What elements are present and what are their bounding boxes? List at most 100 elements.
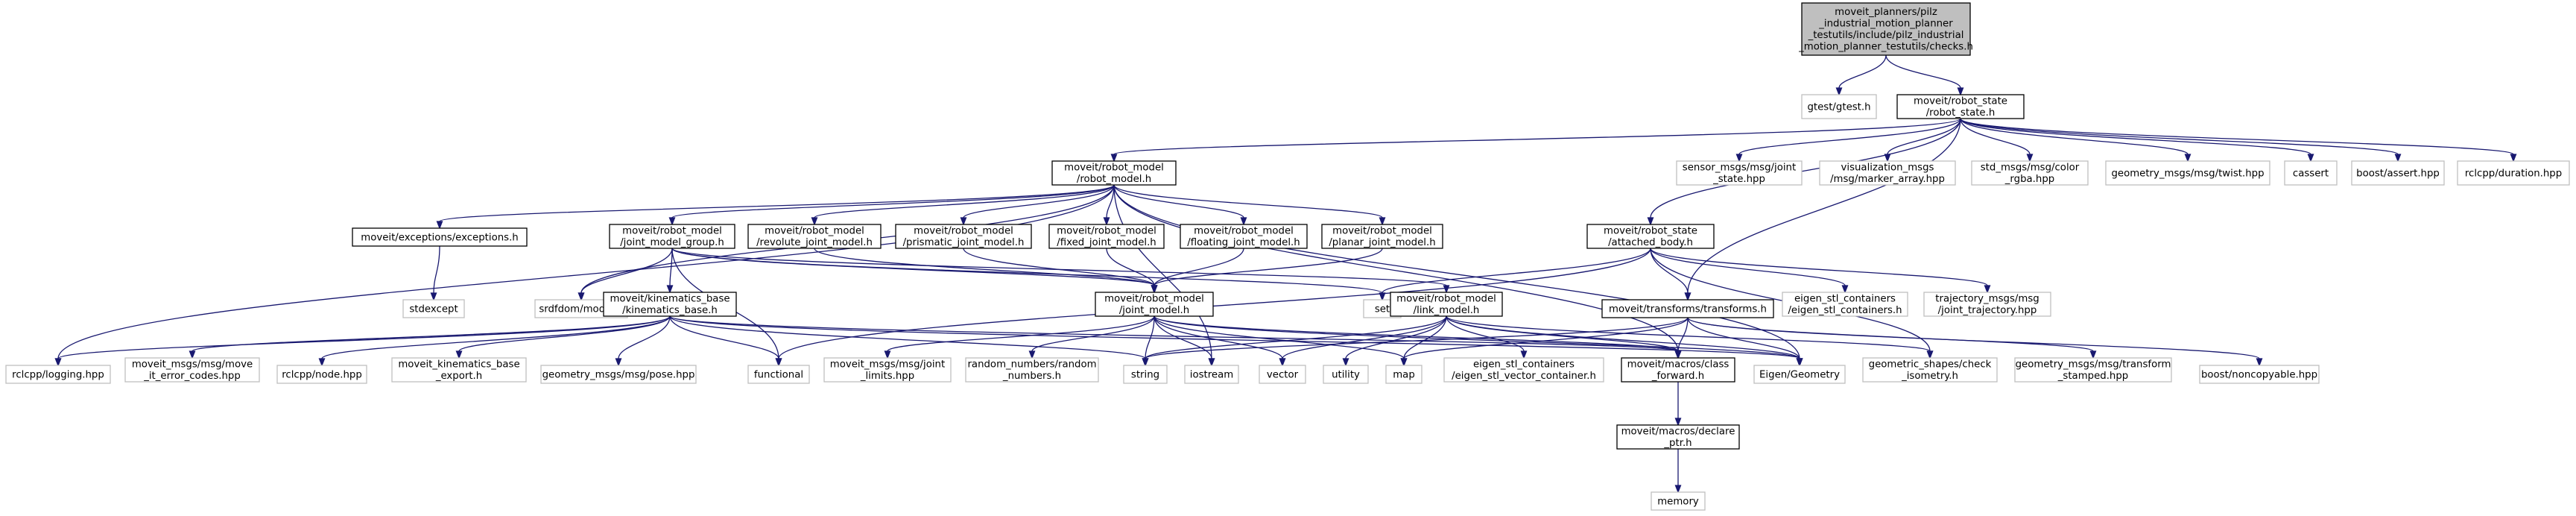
- node-label: /kinematics_base.h: [622, 305, 718, 316]
- graph-edge-declare_ptr-to-memory: [1674, 448, 1682, 494]
- graph-edge-checks-to-gtest: [1835, 54, 1887, 96]
- node-label: cassert: [2293, 168, 2329, 179]
- graph-node-utility: utility: [1323, 365, 1369, 384]
- graph-node-random_numbers: random_numbers/random_numbers.h: [965, 357, 1099, 383]
- node-label: /link_model.h: [1414, 305, 1480, 316]
- node-label: geometry_msgs/msg/pose.hpp: [542, 369, 695, 380]
- edge-line: [1885, 54, 1961, 89]
- graph-node-checks[interactable]: moveit_planners/pilz_industrial_motion_p…: [1798, 2, 1973, 56]
- graph-edge-class_forward-to-declare_ptr: [1674, 381, 1682, 427]
- graph-edge-fixed-to-joint_model: [1106, 248, 1158, 294]
- node-box: [1586, 224, 1715, 249]
- edge-arrowhead: [615, 358, 622, 367]
- graph-edge-link_model-to-check_iso: [1446, 315, 1934, 359]
- graph-edge-attached-to-traj_msgs: [1650, 248, 1991, 294]
- edge-line: [1031, 315, 1155, 352]
- node-label: /eigen_stl_vector_container.h: [1452, 371, 1596, 382]
- node-label: Eigen/Geometry: [1759, 369, 1840, 380]
- edge-arrowhead: [811, 217, 818, 226]
- edge-line: [669, 315, 1146, 359]
- edge-line: [1382, 248, 1651, 294]
- edge-line: [1113, 184, 1244, 218]
- graph-node-check_iso: geometric_shapes/check_isometry.h: [1862, 357, 1998, 383]
- edge-arrowhead: [1926, 350, 1934, 359]
- graph-node-vis_msgs: visualization_msgs/msg/marker_array.hpp: [1819, 160, 1956, 186]
- edge-line: [57, 184, 1115, 359]
- graph-edge-transforms-to-noncopyable: [1687, 317, 2263, 367]
- edge-arrowhead: [189, 350, 196, 359]
- edge-line: [1650, 248, 1689, 294]
- graph-node-declare_ptr[interactable]: moveit/macros/declare_ptr.h: [1616, 424, 1740, 450]
- node-box: [1801, 2, 1971, 56]
- node-box: [1971, 160, 2089, 186]
- graph-node-attached[interactable]: moveit/robot_state/attached_body.h: [1586, 224, 1715, 249]
- graph-node-jmg[interactable]: moveit/robot_model/joint_model_group.h: [609, 224, 735, 249]
- graph-node-cassert: cassert: [2284, 160, 2338, 186]
- graph-node-robot_model[interactable]: moveit/robot_model/robot_model.h: [1051, 160, 1177, 186]
- graph-edge-robot_state-to-cassert: [1960, 118, 2314, 163]
- node-box: [391, 357, 527, 383]
- graph-node-transforms[interactable]: moveit/transforms/transforms.h: [1601, 299, 1774, 318]
- node-label: _isometry.h: [1901, 371, 1958, 382]
- graph-node-kin_export: moveit_kinematics_base_export.h: [391, 357, 527, 383]
- graph-edge-joint_model-to-joint_limits: [884, 315, 1155, 359]
- edge-line: [963, 248, 1155, 286]
- node-label: map: [1393, 369, 1415, 380]
- node-box: [402, 299, 465, 318]
- edge-arrowhead: [1103, 217, 1110, 226]
- node-label: moveit/robot_model: [765, 226, 864, 237]
- edge-arrowhead: [1142, 358, 1149, 367]
- graph-node-functional: functional: [747, 365, 810, 384]
- graph-node-exceptions[interactable]: moveit/exceptions/exceptions.h: [352, 227, 528, 247]
- edge-line: [1153, 315, 1405, 359]
- node-label: moveit/robot_model: [914, 226, 1013, 237]
- nodes-layer: moveit_planners/pilz_industrial_motion_p…: [5, 2, 2570, 511]
- graph-node-floating[interactable]: moveit/robot_model/floating_joint_model.…: [1180, 224, 1308, 249]
- edge-line: [1838, 54, 1887, 89]
- node-box: [1390, 292, 1503, 317]
- node-label: moveit_planners/pilz: [1835, 7, 1937, 18]
- node-label: moveit/kinematics_base: [610, 294, 730, 305]
- edge-arrowhead: [1835, 87, 1843, 96]
- edge-line: [671, 184, 1115, 218]
- graph-node-eigen_vec: eigen_stl_containers/eigen_stl_vector_co…: [1443, 357, 1604, 383]
- node-box: [1621, 357, 1735, 383]
- node-box: [747, 365, 810, 384]
- graph-node-revolute[interactable]: moveit/robot_model/revolute_joint_model.…: [747, 224, 882, 249]
- graph-edge-transforms-to-class_forward: [1674, 317, 1689, 359]
- edge-line: [1106, 248, 1155, 286]
- node-label: moveit/robot_state: [1914, 96, 2007, 107]
- node-label: moveit/robot_model: [622, 226, 722, 237]
- edge-line: [1446, 315, 1525, 352]
- graph-node-joint_model[interactable]: moveit/robot_model/joint_model.h: [1095, 292, 1214, 317]
- graph-node-traj_msgs: trajectory_msgs/msg/joint_trajectory.hpp: [1923, 292, 2051, 317]
- edge-arrowhead: [1735, 154, 1743, 163]
- edge-line: [1153, 315, 1212, 359]
- edge-line: [1153, 315, 1283, 359]
- graph-node-memory: memory: [1651, 491, 1706, 511]
- graph-edge-robot_model-to-jmg: [668, 184, 1115, 226]
- graph-node-kin_base[interactable]: moveit/kinematics_base/kinematics_base.h: [603, 292, 737, 317]
- graph-node-planar[interactable]: moveit/robot_model/planar_joint_model.h: [1321, 224, 1443, 249]
- graph-node-fixed[interactable]: moveit/robot_model/fixed_joint_model.h: [1048, 224, 1165, 249]
- graph-node-robot_state[interactable]: moveit/robot_state/robot_state.h: [1896, 94, 2025, 119]
- node-box: [276, 365, 367, 384]
- graph-node-prismatic[interactable]: moveit/robot_model/prismatic_joint_model…: [895, 224, 1032, 249]
- graph-edge-transforms-to-string: [1142, 317, 1689, 367]
- edge-line: [1113, 184, 1800, 359]
- graph-node-class_forward[interactable]: moveit/macros/class_forward.h: [1621, 357, 1735, 383]
- graph-edge-robot_state-to-sensor_msgs: [1735, 118, 1961, 163]
- node-label: moveit_kinematics_base: [398, 359, 519, 371]
- node-box: [823, 357, 952, 383]
- edge-arrowhead: [1674, 485, 1682, 494]
- edge-arrowhead: [2394, 154, 2402, 163]
- graph-node-link_model[interactable]: moveit/robot_model/link_model.h: [1390, 292, 1503, 317]
- edge-arrowhead: [668, 217, 676, 226]
- edge-arrowhead: [1279, 358, 1286, 367]
- edges-layer: [54, 54, 2517, 494]
- node-label: _stamped.hpp: [2057, 371, 2129, 382]
- edge-arrowhead: [1400, 358, 1408, 367]
- edge-line: [1677, 317, 1689, 352]
- node-label: eigen_stl_containers: [1473, 359, 1575, 371]
- edge-arrowhead: [2510, 154, 2517, 163]
